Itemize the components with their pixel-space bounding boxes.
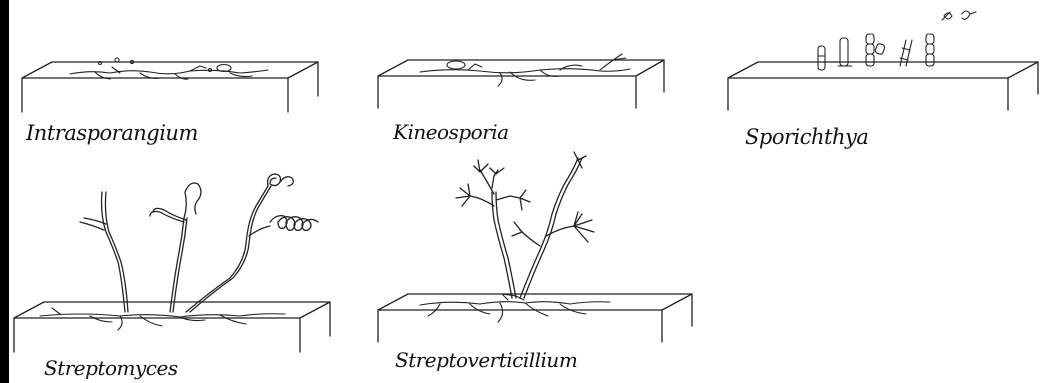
kineosporia-substrate-mycelium	[420, 54, 630, 86]
label-kineosporia: Kineosporia	[393, 120, 509, 144]
intrasporangium-substrate-mycelium	[70, 58, 268, 79]
kineosporia-agar-block	[378, 60, 664, 108]
streptomyces-aerial-hyphae	[80, 174, 318, 312]
streptomyces-substrate-mycelium	[40, 308, 285, 330]
streptomyces-drawing	[14, 174, 330, 352]
label-intrasporangium: Intrasporangium	[26, 121, 198, 145]
sporichthya-spore-chains	[818, 11, 976, 70]
streptoverticillium-substrate-mycelium	[420, 294, 610, 322]
sporichthya-drawing	[728, 11, 1038, 110]
kineosporia-drawing	[378, 54, 664, 108]
streptoverticillium-aerial-hyphae	[456, 152, 594, 298]
label-sporichthya: Sporichthya	[745, 125, 868, 149]
streptomyces-agar-block	[14, 302, 330, 352]
label-streptoverticillium: Streptoverticillium	[395, 348, 577, 372]
label-streptomyces: Streptomyces	[44, 356, 178, 380]
intrasporangium-drawing	[22, 58, 318, 112]
streptoverticillium-drawing	[378, 152, 692, 342]
streptoverticillium-agar-block	[378, 294, 692, 342]
sporichthya-agar-block	[728, 62, 1038, 110]
intrasporangium-agar-block	[22, 62, 318, 112]
